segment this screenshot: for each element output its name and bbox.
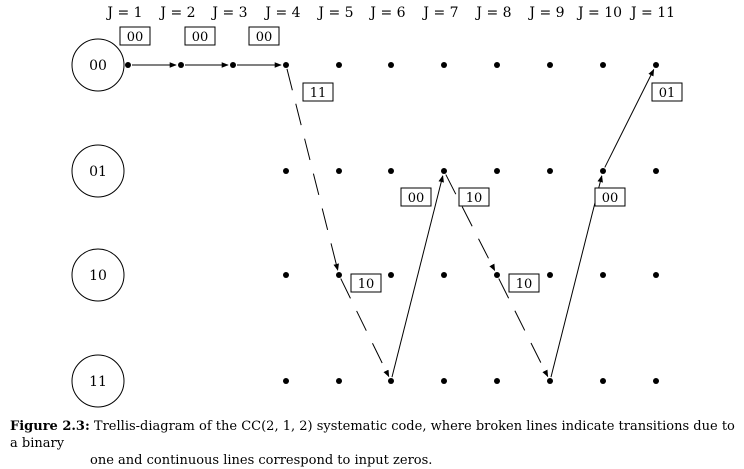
trellis-node-01-t5 xyxy=(336,168,342,174)
trellis-node-00-t3 xyxy=(230,62,236,68)
time-label-11: J = 11 xyxy=(629,5,675,21)
trellis-node-10-t11 xyxy=(653,272,659,278)
edge-label-box-e10 xyxy=(651,82,683,102)
trellis-node-00-t9 xyxy=(547,62,553,68)
time-label-7: J = 7 xyxy=(421,5,458,21)
state-circle-11 xyxy=(71,354,125,408)
trellis-node-11-t10 xyxy=(600,378,606,384)
trellis-node-11-t6 xyxy=(388,378,394,384)
trellis-node-11-t4 xyxy=(283,378,289,384)
trellis-node-10-t6 xyxy=(388,272,394,278)
time-label-3: J = 3 xyxy=(210,5,247,21)
trellis-node-00-t7 xyxy=(441,62,447,68)
figure-caption: Figure 2.3: Trellis-diagram of the CC(2,… xyxy=(10,418,738,469)
trellis-node-00-t10 xyxy=(600,62,606,68)
trellis-node-10-t9 xyxy=(547,272,553,278)
edge-label-e6: 00 xyxy=(408,191,425,206)
edge-label-e9: 00 xyxy=(602,191,619,206)
edge-label-box-e3 xyxy=(248,26,280,46)
state-circle-00 xyxy=(71,38,125,92)
state-label-01: 01 xyxy=(89,164,107,180)
edge-label-e2: 00 xyxy=(192,30,209,45)
state-circle-01 xyxy=(71,144,125,198)
edge-label-box-e8 xyxy=(508,273,540,293)
caption-line-1: Trellis-diagram of the CC(2, 1, 2) syste… xyxy=(10,419,735,451)
trellis-node-00-t11 xyxy=(653,62,659,68)
time-label-10: J = 10 xyxy=(576,5,622,21)
edge-label-box-e1 xyxy=(119,26,151,46)
time-label-2: J = 2 xyxy=(158,5,195,21)
transition-7-input-one xyxy=(445,174,496,272)
edge-label-e1: 00 xyxy=(127,30,144,45)
time-label-9: J = 9 xyxy=(527,5,564,21)
trellis-node-11-t9 xyxy=(547,378,553,384)
state-label-11: 11 xyxy=(89,374,107,390)
edge-label-e5: 10 xyxy=(358,277,375,292)
trellis-node-11-t11 xyxy=(653,378,659,384)
trellis-node-01-t9 xyxy=(547,168,553,174)
edge-label-box-e4 xyxy=(302,82,334,102)
time-label-1: J = 1 xyxy=(105,5,142,21)
time-label-6: J = 6 xyxy=(368,5,405,21)
trellis-node-01-t7 xyxy=(441,168,447,174)
trellis-node-11-t8 xyxy=(494,378,500,384)
edge-label-box-e2 xyxy=(184,26,216,46)
time-label-5: J = 5 xyxy=(316,5,353,21)
edge-label-box-e7 xyxy=(458,187,490,207)
trellis-node-01-t4 xyxy=(283,168,289,174)
trellis-node-11-t7 xyxy=(441,378,447,384)
trellis-node-00-t4 xyxy=(283,62,289,68)
trellis-node-00-t1 xyxy=(125,62,131,68)
trellis-node-11-t5 xyxy=(336,378,342,384)
trellis-node-00-t2 xyxy=(178,62,184,68)
state-label-00: 00 xyxy=(89,58,107,74)
transition-9-input-zero xyxy=(550,175,603,378)
edge-label-e3: 00 xyxy=(256,30,273,45)
trellis-node-00-t5 xyxy=(336,62,342,68)
time-label-4: J = 4 xyxy=(263,5,300,21)
transition-8-input-one xyxy=(498,278,549,378)
trellis-node-00-t8 xyxy=(494,62,500,68)
edge-label-e8: 10 xyxy=(516,277,533,292)
edge-label-box-e5 xyxy=(350,273,382,293)
trellis-node-01-t6 xyxy=(388,168,394,174)
transition-5-input-one xyxy=(340,278,390,378)
trellis-node-10-t5 xyxy=(336,272,342,278)
edge-label-box-e6 xyxy=(400,187,432,207)
time-label-8: J = 8 xyxy=(474,5,511,21)
trellis-node-10-t7 xyxy=(441,272,447,278)
transition-10-input-zero xyxy=(604,68,655,168)
state-label-10: 10 xyxy=(89,268,107,284)
state-circle-10 xyxy=(71,248,125,302)
caption-label: Figure 2.3: xyxy=(10,419,90,434)
trellis-node-01-t10 xyxy=(600,168,606,174)
transition-6-input-zero xyxy=(391,175,444,378)
trellis-diagram: J = 1 J = 2 J = 3 J = 4 J = 5 J = 6 J = 7 J = 8… xyxy=(71,5,683,408)
trellis-node-01-t11 xyxy=(653,168,659,174)
trellis-node-10-t8 xyxy=(494,272,500,278)
trellis-node-00-t6 xyxy=(388,62,394,68)
trellis-node-01-t8 xyxy=(494,168,500,174)
edge-label-e7: 10 xyxy=(466,191,483,206)
edge-label-e10: 01 xyxy=(659,86,676,101)
trellis-node-10-t10 xyxy=(600,272,606,278)
edge-label-e4: 11 xyxy=(310,86,327,101)
trellis-node-10-t4 xyxy=(283,272,289,278)
edge-label-box-e9 xyxy=(594,187,626,207)
caption-line-2: one and continuous lines correspond to i… xyxy=(90,453,433,468)
